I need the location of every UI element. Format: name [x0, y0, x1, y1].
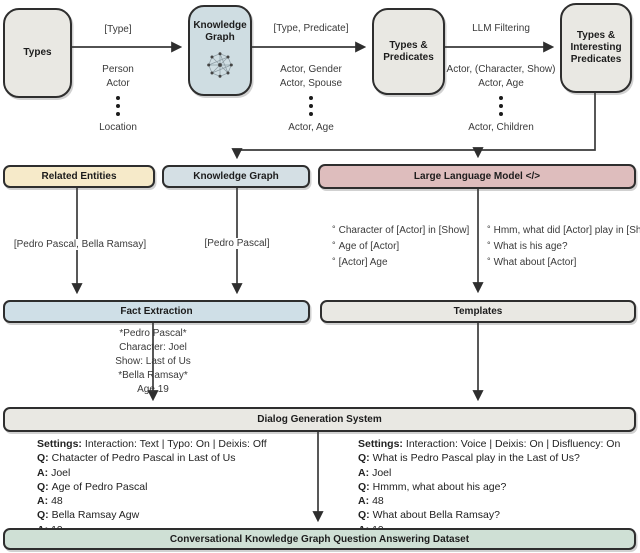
network-graph-icon — [207, 52, 233, 78]
dialog-line: Q:What is Pedro Pascal play in the Last … — [358, 452, 580, 465]
node-dataset: Conversational Knowledge Graph Question … — [3, 528, 636, 550]
dialog-line: A:Joel — [37, 466, 71, 479]
node-knowledge-graph: Knowledge Graph — [188, 5, 252, 96]
node-knowledge-graph-source-label: Knowledge Graph — [193, 171, 279, 182]
node-types-label: Types — [23, 47, 52, 58]
bullet: ° — [487, 224, 491, 234]
example-item: Person — [102, 64, 134, 75]
example-item: Actor, Children — [468, 122, 534, 133]
llm-template-examples: °Character of [Actor] in [Show] °Age of … — [332, 222, 469, 270]
node-related-entities: Related Entities — [3, 165, 155, 188]
bullet: ° — [332, 224, 336, 234]
edge-label-type: [Type] — [104, 24, 132, 35]
example-item: Actor, (Character, Show) — [446, 64, 556, 75]
list-item: °Age of [Actor] — [332, 240, 400, 252]
list-item: °[Actor] Age — [332, 256, 388, 268]
dialog-line: A:48 — [37, 495, 63, 508]
bullet: ° — [487, 240, 491, 250]
edge-label-type-predicate: [Type, Predicate] — [273, 23, 349, 34]
node-templates-label: Templates — [453, 306, 503, 317]
example-item: Actor, Spouse — [279, 78, 343, 89]
filtered-examples: Actor, (Character, Show) Actor, Age — [421, 63, 581, 91]
output-label: [Pedro Pascal, Bella Ramsay] — [11, 239, 149, 250]
node-dataset-label: Conversational Knowledge Graph Question … — [169, 533, 470, 545]
dialog-line: Q:Chatacter of Pedro Pascal in Last of U… — [37, 452, 236, 465]
example-item: Actor, Age — [288, 122, 334, 133]
extracted-facts: *Pedro Pascal* Character: Joel Show: Las… — [73, 327, 233, 397]
type-examples: Person Actor — [43, 63, 193, 91]
fact-line: Character: Joel — [119, 342, 187, 353]
node-knowledge-graph-source: Knowledge Graph — [162, 165, 310, 188]
node-types-interesting-predicates-label: Types & Interesting Predicates — [570, 30, 622, 65]
example-item: Actor — [106, 78, 130, 89]
related-entities-output: [Pedro Pascal, Bella Ramsay] — [0, 238, 160, 252]
edge-predicates-to-kg2 — [231, 93, 596, 160]
node-types-predicates: Types & Predicates — [372, 8, 445, 95]
dialog-line: Q:Age of Pedro Pascal — [37, 480, 148, 493]
node-templates: Templates — [320, 300, 636, 323]
dialog-line: Settings:Interaction: Voice | Deixis: On… — [358, 438, 621, 450]
dialog-line: Q:Hmmm, what about his age? — [358, 480, 507, 493]
node-knowledge-graph-label: Knowledge Graph — [193, 20, 247, 43]
node-fact-extraction: Fact Extraction — [3, 300, 310, 323]
dialog-transcript-voice-mode: Settings:Interaction: Voice | Deixis: On… — [358, 437, 620, 537]
predicate-examples: Actor, Gender Actor, Spouse — [236, 63, 386, 91]
node-large-language-model-label: Large Language Model </> — [413, 171, 541, 182]
edge-label-llm-filtering: LLM Filtering — [472, 23, 530, 34]
output-label: [Pedro Pascal] — [202, 238, 272, 249]
vertical-ellipsis — [499, 96, 503, 116]
fact-line: Age 19 — [137, 384, 169, 395]
dialog-line: A:48 — [358, 495, 384, 508]
example-item: Actor, Gender — [280, 64, 342, 75]
list-item: °What is his age? — [487, 240, 568, 252]
node-fact-extraction-label: Fact Extraction — [120, 306, 193, 317]
node-related-entities-label: Related Entities — [41, 171, 117, 182]
fact-line: *Bella Ramsay* — [118, 370, 188, 381]
node-types-interesting-predicates: Types & Interesting Predicates — [560, 3, 632, 93]
example-item: Actor, Age — [478, 78, 524, 89]
node-dialog-generation-system-label: Dialog Generation System — [257, 414, 382, 425]
list-item: °Character of [Actor] in [Show] — [332, 224, 470, 236]
node-large-language-model: Large Language Model </> — [318, 164, 636, 189]
bullet: ° — [487, 256, 491, 266]
list-item: °What about [Actor] — [487, 256, 577, 268]
fact-line: *Pedro Pascal* — [119, 328, 187, 339]
dialog-line: Q:Bella Ramsay Agw — [37, 509, 140, 522]
llm-question-examples: °Hmm, what did [Actor] play in [Show]? °… — [487, 222, 640, 270]
dialog-transcript-text-mode: Settings:Interaction: Text | Typo: On | … — [37, 437, 267, 537]
dialog-line: Settings:Interaction: Text | Typo: On | … — [37, 438, 267, 450]
node-types: Types — [3, 8, 72, 98]
node-types-predicates-label: Types & Predicates — [383, 39, 434, 63]
bullet: ° — [332, 240, 336, 250]
dialog-line: A:Joel — [358, 466, 392, 479]
bullet: ° — [332, 256, 336, 266]
dialog-line: Q:What about Bella Ramsay? — [358, 509, 500, 522]
vertical-ellipsis — [309, 96, 313, 116]
node-dialog-generation-system: Dialog Generation System — [3, 407, 636, 432]
fact-line: Show: Last of Us — [115, 356, 191, 367]
knowledge-graph-output: [Pedro Pascal] — [177, 237, 297, 251]
list-item: °Hmm, what did [Actor] play in [Show]? — [487, 224, 640, 236]
example-item: Location — [99, 122, 137, 133]
vertical-ellipsis — [116, 96, 120, 116]
